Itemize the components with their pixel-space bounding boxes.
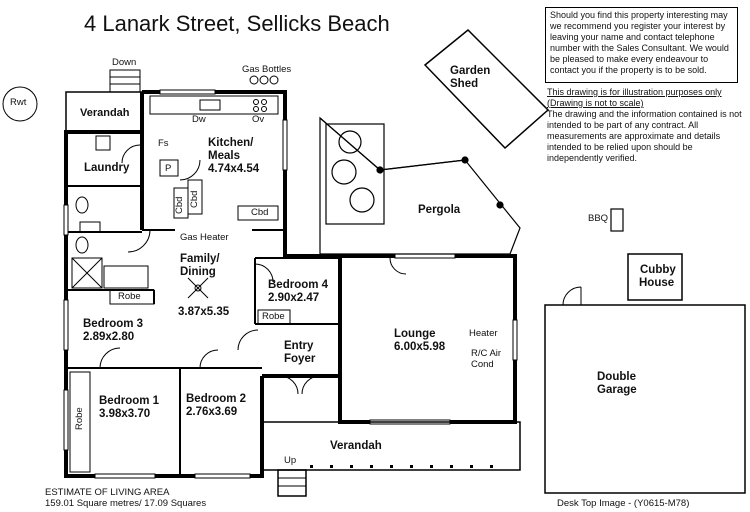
label-pantry: P: [165, 163, 172, 174]
house-outer-wall: [142, 90, 517, 424]
room-family-name2: Dining: [180, 266, 216, 278]
label-down: Down: [112, 57, 137, 68]
label-garden-shed2: Shed: [450, 78, 479, 90]
label-cubby-house2: House: [639, 277, 675, 289]
room-entry-name2: Foyer: [284, 353, 316, 365]
label-robe-bed3: Robe: [118, 291, 141, 302]
room-bedroom1-name: Bedroom 1: [99, 395, 160, 407]
label-rwt: Rwt: [10, 97, 27, 108]
disclaimer: This drawing is for illustration purpose…: [547, 87, 747, 164]
label-rc-air: R/C Air: [471, 348, 502, 359]
room-bedroom3-size: 2.89x2.80: [83, 331, 135, 343]
label-gas-bottles: Gas Bottles: [242, 64, 292, 75]
disclaimer-body: The drawing and the information containe…: [547, 109, 742, 163]
label-gas-heater: Gas Heater: [180, 232, 229, 243]
label-verandah-top: Verandah: [80, 107, 130, 119]
label-cupboard-c: Cbd: [251, 207, 269, 218]
label-garden-shed: Garden: [450, 65, 491, 77]
label-up: Up: [284, 455, 297, 466]
rainwater-tank-shape: [2, 86, 38, 122]
room-bedroom2-size: 2.76x3.69: [186, 406, 238, 418]
label-cubby-house: Cubby: [640, 264, 676, 276]
label-oven: Ov: [252, 114, 265, 125]
page-title: 4 Lanark Street, Sellicks Beach: [84, 11, 390, 36]
label-cupboard-a: Cbd: [174, 196, 185, 214]
label-fridge-space: Fs: [158, 138, 169, 149]
register-interest-notice: Should you find this property interestin…: [545, 7, 738, 83]
estimate-value: 159.01 Square metres/ 17.09 Squares: [45, 498, 207, 509]
label-cond: Cond: [471, 359, 494, 370]
disclaimer-line2: (Drawing is not to scale): [547, 98, 644, 108]
image-reference: Desk Top Image - (Y0615-M78): [557, 498, 690, 509]
room-entry-name: Entry: [284, 340, 314, 352]
room-bedroom3-name: Bedroom 3: [83, 318, 144, 330]
cubby-house-outline: [627, 253, 683, 301]
pergola-outline: [319, 116, 521, 255]
room-bedroom4-size: 2.90x2.47: [268, 292, 320, 304]
room-bedroom2-name: Bedroom 2: [186, 393, 247, 405]
room-lounge-size: 6.00x5.98: [394, 341, 446, 353]
label-double-garage: Double: [597, 371, 636, 383]
label-pergola: Pergola: [418, 204, 461, 216]
room-kitchen-size: 4.74x4.54: [208, 163, 260, 175]
room-family-size: 3.87x5.35: [178, 306, 230, 318]
label-heater: Heater: [469, 328, 498, 339]
label-robe-bed1: Robe: [74, 407, 85, 430]
label-cupboard-b: Cbd: [189, 190, 200, 208]
garden-shed-outline: [423, 28, 550, 150]
disclaimer-line1: This drawing is for illustration purpose…: [547, 87, 722, 97]
room-bedroom1-size: 3.98x3.70: [99, 408, 151, 420]
estimate-title: ESTIMATE OF LIVING AREA: [45, 487, 170, 498]
double-garage-outline: [544, 304, 746, 494]
label-dishwasher: Dw: [192, 114, 206, 125]
room-laundry: Laundry: [84, 162, 130, 174]
room-bedroom4-name: Bedroom 4: [268, 279, 329, 291]
label-verandah-bottom: Verandah: [330, 440, 382, 452]
room-kitchen-name: Kitchen/: [208, 137, 254, 149]
label-robe-bed4: Robe: [262, 311, 285, 322]
room-lounge-name: Lounge: [394, 328, 436, 340]
label-double-garage2: Garage: [597, 384, 637, 396]
label-bbq: BBQ: [588, 213, 609, 224]
room-kitchen-name2: Meals: [208, 150, 240, 162]
room-family-name: Family/: [180, 253, 220, 265]
